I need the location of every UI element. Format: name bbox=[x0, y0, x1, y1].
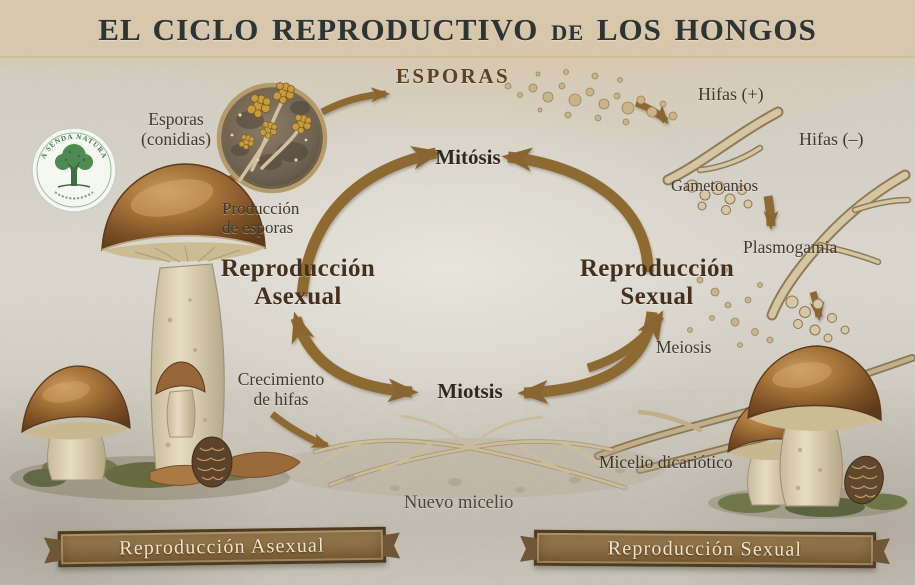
logo-tree bbox=[55, 144, 93, 188]
pinecone-left bbox=[191, 436, 233, 488]
label-hifas-pos: Hifas (+) bbox=[698, 84, 764, 104]
medium-mushroom-gills bbox=[22, 422, 130, 440]
spore-scatter-sexual bbox=[687, 267, 774, 348]
label-esporas: ESPORAS bbox=[395, 64, 511, 88]
arrow-inset-to-esporas bbox=[320, 87, 391, 116]
label-plasmogamia: Plasmogamia bbox=[743, 237, 838, 257]
label-esporas-conidias: Esporas (conidias) bbox=[141, 109, 211, 149]
pinecone-right bbox=[844, 455, 884, 505]
right-big-gills bbox=[748, 405, 881, 431]
small-mushroom-stem bbox=[166, 389, 196, 438]
new-mycelium bbox=[275, 414, 665, 498]
arrow-asexual-to-mitosis bbox=[296, 146, 443, 297]
medium-mushroom-stem bbox=[47, 427, 106, 481]
label-nuevo-micelio: Nuevo micelio bbox=[404, 493, 514, 513]
label-hifas-neg: Hifas (–) bbox=[799, 129, 864, 149]
arrow-meiosis bbox=[586, 310, 664, 373]
label-produccion-esporas: Producción de esporas bbox=[222, 199, 300, 238]
label-crecimiento-hifas: Crecimiento de hifas bbox=[237, 369, 325, 409]
medium-mushroom-cap bbox=[21, 365, 131, 434]
label-miotsis: Miotsis bbox=[437, 379, 503, 403]
banner-sexual: Reproducción Sexual bbox=[533, 529, 877, 569]
poster-title: EL CICLO REPRODUCTIVO DE LOS HONGOS bbox=[98, 12, 817, 48]
label-reproduccion-asexual: Reproducción Asexual bbox=[220, 255, 376, 310]
arrow-crecimiento bbox=[269, 411, 331, 450]
right-big-cap bbox=[747, 345, 882, 422]
title-part1: EL CICLO REPRODUCTIVO bbox=[98, 12, 539, 47]
label-gametoanios: Gametoanios bbox=[671, 176, 759, 195]
banner-asexual-label: Reproducción Asexual bbox=[119, 534, 325, 559]
magnifier-inset bbox=[216, 82, 328, 194]
mushroom-cluster-right bbox=[708, 345, 908, 519]
label-mitosis: Mitósis bbox=[435, 145, 501, 169]
arrow-sexual-to-mitosis bbox=[501, 147, 654, 273]
banner-sexual-label: Reproducción Sexual bbox=[607, 536, 803, 561]
title-de: DE bbox=[551, 20, 585, 45]
label-reproduccion-sexual: Reproducción Sexual bbox=[579, 255, 735, 310]
arrow-gametoanios-to-plasmogamia bbox=[763, 195, 779, 231]
label-meiosis: Meiosis bbox=[656, 337, 712, 357]
label-micelio-dicariotico: Micelio dicariótico bbox=[599, 452, 733, 472]
big-mushroom-gills bbox=[102, 242, 265, 262]
mushroom-cluster-left bbox=[10, 163, 301, 500]
hyphae-illustration bbox=[662, 106, 912, 343]
cycle-arrows bbox=[290, 146, 664, 404]
banner-asexual: Reproducción Asexual bbox=[57, 526, 387, 568]
title-part2: LOS HONGOS bbox=[596, 12, 817, 47]
gametangia-bumps bbox=[685, 179, 850, 343]
arrow-asexual-miotsis bbox=[290, 311, 419, 403]
small-mushroom-cap bbox=[155, 361, 206, 395]
logo-subtext-line bbox=[54, 191, 94, 200]
right-big-stem bbox=[779, 419, 844, 507]
spore-trail-top bbox=[504, 69, 678, 126]
